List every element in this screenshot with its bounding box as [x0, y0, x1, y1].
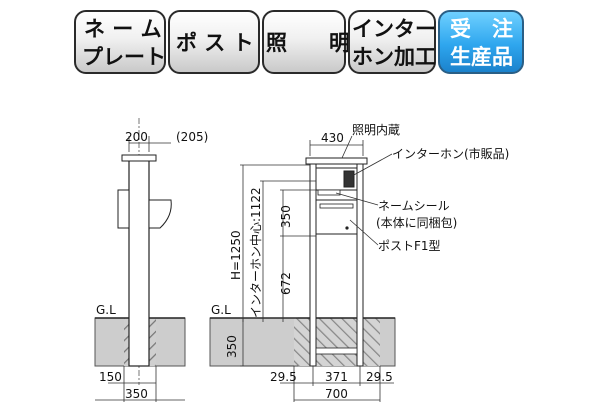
front-base-bar — [315, 347, 358, 355]
callout-post: ポストF1型 — [378, 239, 441, 253]
tab-post[interactable]: ポ ス ト — [168, 10, 260, 74]
tab-custom-order-label-line2: 生産品 — [450, 45, 513, 69]
front-dim-lower: 672 — [279, 272, 293, 295]
front-ground-label: G.L — [211, 303, 231, 317]
side-ground-label: G.L — [96, 303, 116, 317]
front-dim-base-left: 29.5 — [270, 370, 297, 384]
side-dim-width-alt: (205) — [176, 130, 208, 144]
front-pole-left — [309, 161, 317, 367]
front-dim-base-total: 700 — [325, 387, 348, 401]
callout-nameseal-note: (本体に同梱包) — [376, 216, 457, 230]
tab-nameplate[interactable]: ネ ー ム プレート — [74, 10, 166, 74]
tab-post-label: ポ ス ト — [176, 31, 254, 55]
tab-nameplate-label-line2: プレート — [82, 45, 166, 69]
tab-lighting[interactable]: 照 明 — [262, 10, 350, 74]
tab-intercom-label-line2: ホン加工 — [352, 45, 436, 69]
front-dim-base-right: 29.5 — [366, 370, 393, 384]
front-dim-top-width: 430 — [321, 131, 344, 145]
side-dim-width: 200 — [125, 130, 148, 144]
front-light — [305, 157, 368, 165]
tab-intercom[interactable]: インター ホン加工 — [348, 10, 436, 74]
side-post-box — [148, 199, 172, 229]
tab-custom-order[interactable]: 受 注 生産品 — [438, 10, 524, 74]
side-nameplate — [117, 189, 130, 229]
side-dim-base-a: 150 — [99, 370, 122, 384]
tab-lighting-label: 照 明 — [266, 31, 350, 55]
callout-light: 照明内蔵 — [352, 123, 400, 137]
side-light-cap — [121, 154, 157, 162]
side-view: G.L 200 (205) 150 350 — [94, 118, 208, 402]
front-dim-intercom-center: インターホン中心:1122 — [248, 187, 263, 318]
callout-nameseal: ネームシール — [378, 199, 450, 213]
tab-custom-order-label-line1: 受 注 — [450, 17, 513, 41]
front-nameseal — [317, 189, 341, 196]
front-view: G.L H=1250 インターホン中心:1122 350 672 350 — [209, 123, 509, 402]
side-dim-base-b: 350 — [125, 387, 148, 401]
front-ground-hatch — [294, 318, 380, 366]
tab-intercom-label-line1: インター — [352, 17, 436, 41]
front-dim-upper: 350 — [279, 205, 293, 228]
front-dim-embed: 350 — [225, 335, 239, 358]
front-dim-base-mid: 371 — [325, 370, 348, 384]
tab-nameplate-label-line1: ネ ー ム — [84, 17, 162, 41]
front-pole-right — [356, 161, 364, 367]
front-dim-height-total: H=1250 — [229, 230, 243, 280]
front-intercom-unit — [343, 170, 355, 188]
side-pole — [128, 159, 150, 367]
callout-intercom: インターホン(市販品) — [392, 146, 509, 161]
